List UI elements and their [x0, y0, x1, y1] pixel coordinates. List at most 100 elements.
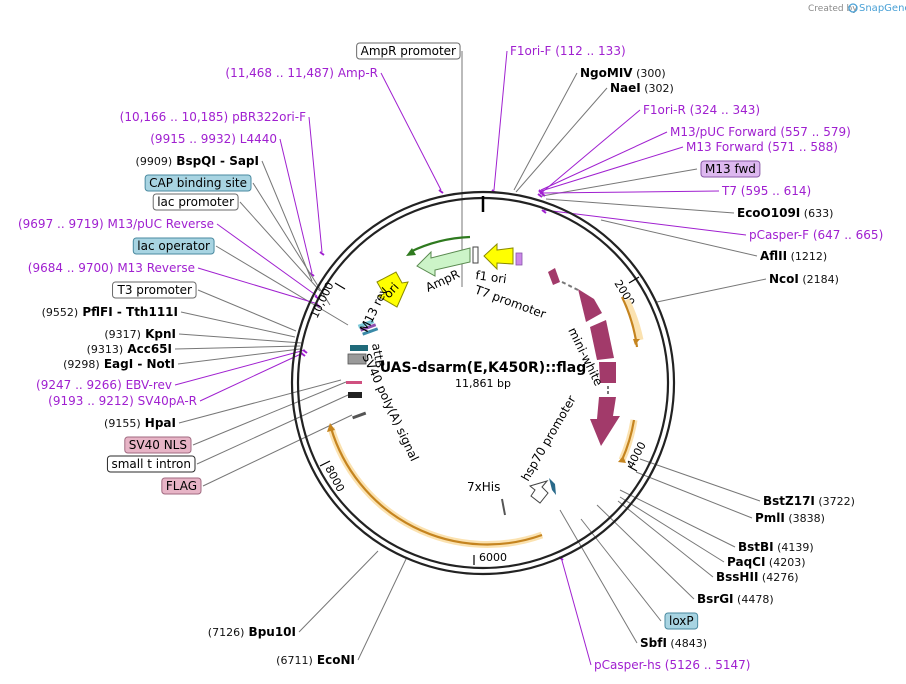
svg-text:(7126) Bpu10I: (7126) Bpu10I: [208, 625, 296, 639]
label-text: EcoO109I: [737, 206, 800, 220]
label-part: (647 .. 665): [809, 228, 883, 242]
site-label-bsshii: BssHII (4276): [716, 570, 798, 584]
site-label-pmli: PmlI (3838): [755, 511, 825, 525]
label-text: BsrGI: [697, 592, 734, 606]
leader-l4440: [279, 138, 313, 274]
label-text: NgoMIV: [580, 66, 633, 80]
site-label-f1ori-r: F1ori-R (324 .. 343): [643, 103, 760, 117]
label-text: AmpR promoter: [361, 44, 456, 58]
sv40-nls-block: [346, 381, 362, 384]
tick-label-8000: 8000: [322, 463, 347, 494]
leader-paqci: [619, 496, 725, 563]
svg-text:NaeI (302): NaeI (302): [610, 81, 674, 95]
svg-text:(9697 .. 9719) M13/pUC Reverse: (9697 .. 9719) M13/pUC Reverse: [18, 217, 214, 231]
label-part: (1212): [787, 250, 827, 263]
label-text: T3 promoter: [117, 283, 193, 297]
site-label-paqci: PaqCI (4203): [727, 555, 806, 569]
label-part: (4843): [667, 637, 707, 650]
sv40-polya-block: [347, 353, 367, 365]
label-text: pCasper-hs: [594, 658, 661, 672]
label-part: KpnI: [141, 327, 176, 341]
site-label-pcasper-hs: pCasper-hs (5126 .. 5147): [594, 658, 750, 672]
label-text: (10,166 .. 10,185): [120, 110, 229, 124]
label-part: - Tth111I: [113, 305, 178, 319]
label-part: (3838): [785, 512, 825, 525]
leader-sv40pa-r: [199, 352, 304, 402]
label-text: (6711): [276, 654, 313, 667]
leader-ecoo109i: [545, 198, 735, 214]
label-part: (302): [641, 82, 674, 95]
tick-label-10000: 10,000: [308, 280, 337, 320]
label-box: [144, 174, 252, 192]
label-part: Amp-R: [334, 66, 378, 80]
site-label-aflii: AflII (1212): [760, 249, 827, 263]
plasmid-length: 11,861 bp: [455, 377, 511, 390]
f1-ori-arrow: [483, 242, 514, 271]
leader-ncoi: [656, 278, 767, 303]
svg-text:(9193 .. 9212) SV40pA-R: (9193 .. 9212) SV40pA-R: [48, 394, 197, 408]
feature-label-attb: attB: [369, 342, 387, 369]
label-box: [124, 436, 192, 454]
label-text: BstZ17I: [763, 494, 815, 508]
label-part: PflFI: [78, 305, 113, 319]
label-text: M13/pUC Forward: [670, 125, 777, 139]
label-text: NaeI: [610, 81, 641, 95]
svg-text:F1ori-F (112 .. 133): F1ori-F (112 .. 133): [510, 44, 626, 58]
leader-cap-binding-site: [252, 182, 331, 306]
svg-text:loxP: loxP: [669, 614, 694, 628]
site-label-hpai: (9155) HpaI: [104, 416, 176, 430]
ampr-gene-arrow: [416, 247, 471, 277]
label-text: SbfI: [640, 636, 667, 650]
leader-kpni: [178, 333, 303, 344]
svg-text:SV40 NLS: SV40 NLS: [129, 438, 187, 452]
label-text: loxP: [669, 614, 694, 628]
svg-text:BstZ17I (3722): BstZ17I (3722): [763, 494, 855, 508]
leader-m13-puc-reverse: [216, 223, 318, 297]
svg-text:SbfI (4843): SbfI (4843): [640, 636, 707, 650]
site-label-cap-binding-site: CAP binding site: [144, 174, 252, 192]
label-text: SV40 NLS: [129, 438, 187, 452]
orange-arc-arrowhead-1: [633, 339, 640, 345]
leader-t7: [542, 190, 720, 194]
svg-text:NgoMIV (300): NgoMIV (300): [580, 66, 666, 80]
svg-text:AmpR promoter: AmpR promoter: [361, 44, 456, 58]
site-label-pbr322ori-f: (10,166 .. 10,185) pBR322ori-F: [120, 110, 306, 124]
site-label-ecoo109i: EcoO109I (633): [737, 206, 833, 220]
svg-text:AflII (1212): AflII (1212): [760, 249, 827, 263]
label-part: (5126 .. 5147): [661, 658, 751, 672]
label-part: M13 Reverse: [114, 261, 196, 275]
label-part: (324 .. 343): [686, 103, 760, 117]
mini-white-intron-1: [561, 281, 579, 291]
label-text: M13 Forward: [686, 140, 764, 154]
label-text: lac operator: [137, 239, 210, 253]
leader-ngomiv: [513, 72, 578, 191]
flag-block: [352, 411, 367, 420]
watermark-created-by: Created by: [808, 4, 858, 14]
svg-text:EcoO109I (633): EcoO109I (633): [737, 206, 833, 220]
svg-text:(9915 .. 9932) L4440: (9915 .. 9932) L4440: [150, 132, 277, 146]
svg-text:pCasper-F (647 .. 665): pCasper-F (647 .. 665): [749, 228, 883, 242]
primer-mark-f1ori-r: [537, 193, 543, 198]
label-part: EagI: [100, 357, 134, 371]
leader-bstz17i: [639, 458, 761, 502]
label-text: (7126): [208, 626, 245, 639]
leader-f1ori-f: [493, 50, 508, 191]
svg-text:BssHII (4276): BssHII (4276): [716, 570, 798, 584]
label-box: [161, 477, 202, 495]
leader-t3-promoter: [197, 289, 297, 332]
green-arc-arrowhead: [406, 248, 416, 256]
label-box: [152, 193, 239, 211]
leader-f1ori-r: [539, 109, 641, 195]
label-text: (9317): [104, 328, 141, 341]
svg-text:PmlI (3838): PmlI (3838): [755, 511, 825, 525]
svg-text:(9909) BspQI - SapI: (9909) BspQI - SapI: [136, 154, 259, 168]
site-label-m13-forward: M13 Forward (571 .. 588): [686, 140, 838, 154]
feature-label-7xhis: 7xHis: [467, 480, 500, 494]
label-box: [132, 237, 215, 255]
site-label-econi: (6711) EcoNI: [276, 653, 355, 667]
site-label-small-t-intron: small t intron: [106, 455, 196, 473]
label-part: (4203): [765, 556, 805, 569]
label-part: SV40pA-R: [134, 394, 197, 408]
site-label-naei: NaeI (302): [610, 81, 674, 95]
